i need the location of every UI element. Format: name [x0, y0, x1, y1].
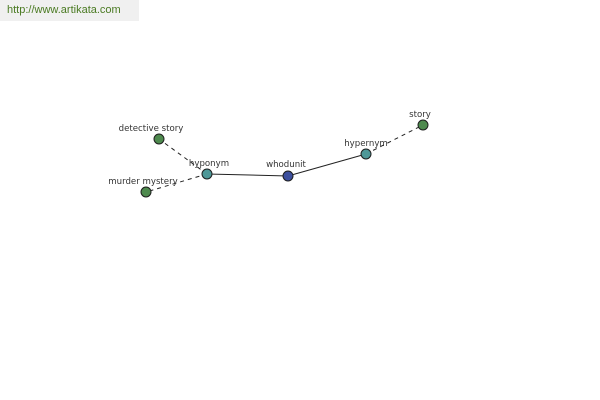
label-story: story [409, 110, 431, 120]
node-detective-story[interactable] [153, 133, 165, 145]
node-hyponym[interactable] [201, 168, 213, 180]
label-whodunit: whodunit [266, 160, 306, 170]
label-hyponym: hyponym [189, 159, 229, 169]
node-hypernym[interactable] [360, 148, 372, 160]
node-story[interactable] [417, 119, 429, 131]
label-hypernym: hypernym [344, 139, 388, 149]
edge-hyponym-detective-story [158, 138, 208, 175]
label-detective-story: detective story [119, 124, 184, 134]
edge-hyponym-murder-mystery [145, 173, 208, 193]
edge-whodunit-hypernym [287, 153, 367, 177]
node-murder-mystery[interactable] [140, 186, 152, 198]
node-whodunit[interactable] [282, 170, 294, 182]
edge-hypernym-story [365, 124, 424, 155]
source-watermark[interactable]: http://www.artikata.com [0, 0, 139, 21]
label-murder-mystery: murder mystery [108, 177, 177, 187]
edge-whodunit-hyponym [206, 173, 289, 177]
